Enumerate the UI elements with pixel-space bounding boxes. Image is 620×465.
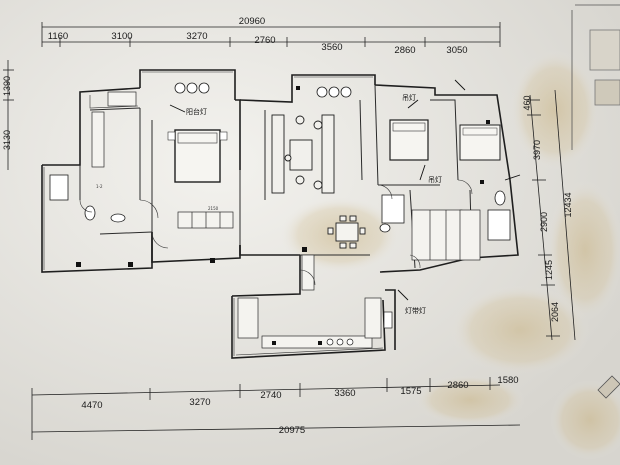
cabinets — [91, 91, 481, 349]
note-right-bedroom: 吊灯 — [402, 93, 416, 102]
right-bedroom-bed — [389, 119, 429, 161]
small-note: 1-2 — [96, 184, 103, 189]
right-dimensions — [526, 89, 576, 341]
right-dim-2: 3970 — [532, 140, 542, 160]
sofa-set — [271, 114, 335, 194]
left-dim-1: 1390 — [2, 76, 12, 96]
note-corridor: 吊灯 — [428, 175, 442, 184]
top-dim-6: 2860 — [394, 45, 415, 56]
top-dim-5: 3560 — [321, 42, 342, 53]
bottom-total-dim: 20975 — [279, 425, 305, 436]
far-right-bed — [459, 124, 501, 161]
bottom-dim-1: 4470 — [81, 400, 102, 411]
bottom-dim-2: 3270 — [189, 397, 210, 408]
note-kitchen: 灯带灯 — [405, 306, 426, 315]
width-note: 2150 — [208, 206, 219, 211]
right-dim-1: 460 — [522, 95, 532, 110]
fixture-markers — [76, 86, 490, 345]
hand-annotations — [169, 79, 521, 301]
right-total-dim: 12434 — [563, 192, 573, 217]
bathroom-fixtures — [49, 174, 511, 241]
top-dim-7: 3050 — [446, 45, 467, 56]
top-dim-2: 3100 — [111, 31, 132, 42]
top-dim-3: 3270 — [186, 31, 207, 42]
balcony-tables — [174, 82, 352, 98]
right-dim-5: 2064 — [550, 302, 560, 322]
right-dim-4: 1245 — [544, 260, 554, 280]
dining-table — [327, 215, 366, 249]
master-bed — [167, 129, 228, 183]
bottom-dim-7: 1580 — [497, 375, 518, 386]
top-total-dim: 20960 — [239, 16, 265, 27]
bottom-dim-6: 2860 — [447, 380, 468, 391]
bottom-dim-3: 2740 — [260, 390, 281, 401]
printed-labels: 2150 1-2 — [96, 184, 219, 211]
door-swings — [79, 179, 473, 286]
top-dimensions — [41, 22, 501, 47]
title-block — [571, 4, 620, 399]
right-dim-3: 2900 — [539, 212, 549, 232]
note-left-bedroom: 阳台灯 — [186, 107, 207, 116]
bottom-dim-4: 3360 — [334, 388, 355, 399]
top-dim-1: 1160 — [48, 31, 68, 42]
left-dim-2: 3130 — [2, 130, 12, 150]
left-dimensions — [3, 60, 14, 170]
wall-thickness — [43, 71, 384, 356]
bottom-dimensions — [31, 377, 521, 440]
bottom-dim-5: 1575 — [400, 386, 421, 397]
top-dim-4: 2760 — [254, 35, 275, 46]
kitchen-stove — [326, 311, 393, 346]
